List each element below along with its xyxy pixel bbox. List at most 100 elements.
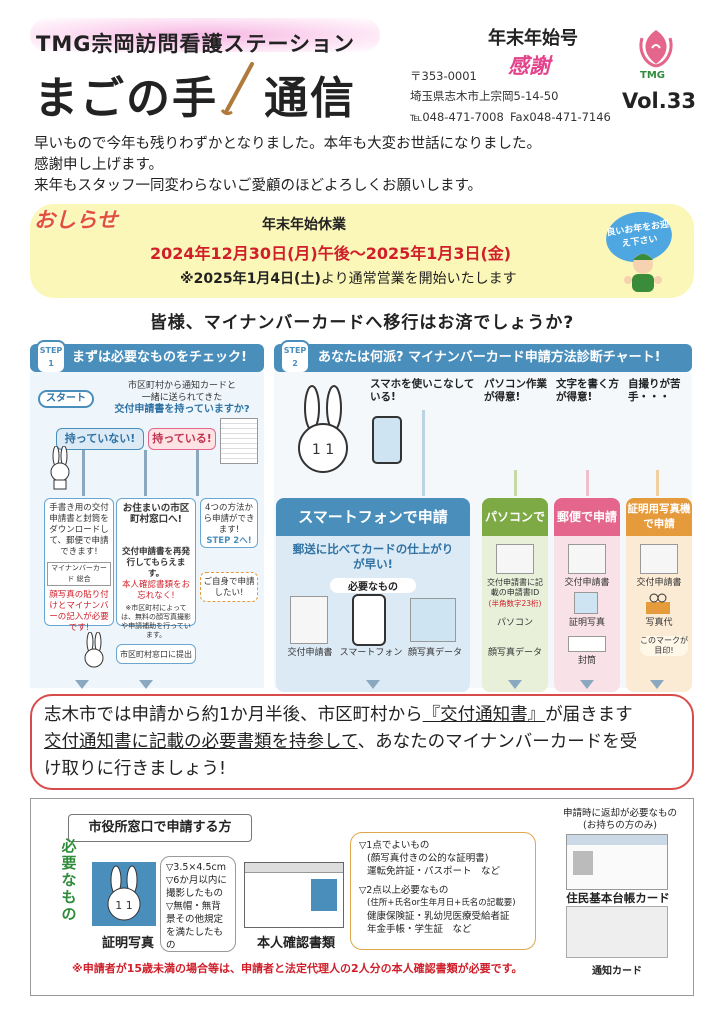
- down-arrow-icon: [366, 680, 380, 689]
- flow-line: [586, 470, 589, 496]
- id-two-items: 健康保険証・乳幼児医療受給者証: [367, 911, 510, 922]
- id-one-title: ▽1点でよいもの: [359, 840, 430, 851]
- persona-pc: パソコン作業が得意!: [484, 378, 547, 403]
- rabbit-mascot-icon: [50, 446, 70, 490]
- box-heading: お住まいの市区町村窓口へ!: [122, 503, 190, 525]
- id-documents-label: 本人確認書類: [256, 936, 335, 951]
- photo-spec: ▽無帽・無背景その他規定を満たしたもの: [166, 901, 224, 951]
- pickup-line: 志木市では申請から約1か月半後、市区町村から: [44, 705, 423, 725]
- backscratcher-icon: [220, 62, 254, 116]
- application-form-icon: [640, 544, 678, 574]
- down-arrow-icon: [139, 680, 153, 689]
- address: 埼玉県志木市上宗岡5-14-50: [410, 89, 559, 103]
- box-note: 本人確認書類をお忘れなく!: [121, 580, 190, 601]
- flow-line: [656, 470, 659, 496]
- svg-text:1 1: 1 1: [115, 899, 133, 912]
- booth-item: このマークが目印!: [640, 636, 688, 656]
- counter-option-box: お住まいの市区町村窓口へ! 交付申請書を再発行してもらえます。 本人確認書類をお…: [116, 498, 196, 639]
- photo-specs: ▽3.5×4.5cm ▽6か月以内に撮影したもの ▽無帽・無背景その他規定を満た…: [160, 856, 236, 952]
- mail-item: 封筒: [577, 656, 596, 666]
- id-one-items: 運転免許証・パスポート など: [367, 866, 501, 877]
- vertical-char: 必: [61, 837, 77, 855]
- smart-item: 交付申請書: [287, 648, 333, 658]
- intro-line: 感謝申し上げます。: [34, 157, 164, 173]
- vertical-char: の: [61, 905, 77, 923]
- search-box-label: マイナンバーカード 総合: [47, 562, 111, 586]
- id-photo-icon: [574, 592, 598, 614]
- vertical-char: も: [61, 888, 77, 906]
- rabbit-mascot-icon: [84, 632, 104, 668]
- down-arrow-icon: [508, 680, 522, 689]
- return-title-line: 申請時に返却が必要なもの: [562, 808, 677, 819]
- flow-line: [144, 450, 147, 496]
- rabbit-mascot-icon: 1 1: [107, 865, 141, 921]
- photo-booth-method-header: 証明用写真機で申請: [626, 498, 692, 536]
- box-text: 交付申請書を再発行してもらえます。: [121, 547, 190, 579]
- persona-mail: 文字を書く方が得意!: [556, 378, 619, 403]
- tel: ℡048-471-7008: [410, 110, 504, 124]
- application-form-icon: [568, 544, 606, 574]
- resident-card-icon: [566, 834, 668, 890]
- pickup-line: が届きます: [545, 705, 633, 725]
- start-question-line: 交付申請書を持っていますか?: [114, 404, 250, 415]
- notice-dates: 2024年12月30日(月)午後～2025年1月3日(金): [150, 244, 512, 263]
- return-items-title: 申請時に返却が必要なもの (お持ちの方のみ): [552, 808, 688, 832]
- mail-method-header: 郵便で申請: [554, 498, 620, 536]
- smartphone-method-header: スマートフォンで申請: [276, 498, 470, 536]
- smart-item: スマートフォン: [339, 648, 403, 658]
- needed-vertical-label: 必要なもの: [58, 838, 80, 923]
- notification-card-icon: [566, 906, 668, 958]
- answer-no: 持っていない!: [56, 428, 144, 450]
- pickup-emphasis: 交付通知書に記載の必要書類を持参して: [44, 732, 358, 752]
- notice-title: 年末年始休業: [262, 217, 346, 233]
- child-illustration-icon: [624, 254, 662, 292]
- smart-item: 顔写真データ: [407, 648, 462, 658]
- four-methods-box: 4つの方法から申請ができます! STEP 2へ!: [200, 498, 258, 548]
- id-card-header: [245, 863, 343, 873]
- notice-doc-name: 『交付通知書』: [422, 705, 546, 725]
- envelope-icon: [568, 636, 606, 652]
- id-two-sub: (住所+氏名or生年月日+氏名の記載要): [367, 898, 516, 908]
- svg-text:1 1: 1 1: [312, 442, 334, 458]
- booth-item: 写真代: [645, 618, 673, 628]
- pickup-notice-box: [30, 694, 694, 790]
- notification-card-label: 通知カード: [592, 966, 642, 977]
- pc-item: パソコン: [496, 618, 533, 628]
- pickup-notice-text: 志木市では申請から約1か月半後、市区町村から『交付通知書』が届きます 交付通知書…: [44, 702, 684, 783]
- self-apply-note: ご自身で申請したい!: [200, 572, 258, 602]
- counter-title: 市役所窓口で申請する方: [68, 814, 252, 842]
- resident-card-label: 住民基本台帳カード: [566, 891, 670, 905]
- persona-booth: 自撮りが苦手・・・: [628, 378, 681, 403]
- reopen-date: ※2025年1月4日(土): [180, 271, 321, 287]
- flow-line: [82, 450, 85, 496]
- download-option-box: 手書き用の交付申請書と封筒をダウンロードして、郵便で申請できます! マイナンバー…: [44, 498, 114, 633]
- step1-badge: STEP 1: [36, 340, 66, 374]
- station-name: TMG宗岡訪問看護ステーション: [36, 32, 356, 56]
- box-small: ※市区町村によっては、無料の顔写真撮影や申請補助を行っています。: [121, 604, 191, 639]
- coin-purse-icon: [646, 593, 670, 614]
- flow-line: [422, 410, 425, 496]
- flow-line: [196, 450, 199, 496]
- id-card-photo: [311, 879, 337, 911]
- newsletter-title-left: まごの手: [34, 73, 218, 124]
- card-band: [567, 835, 667, 845]
- mynumber-question: 皆様、マイナンバーカードへ移行はお済でしょうか?: [149, 313, 575, 333]
- pickup-line: け取りに行きましょう!: [44, 759, 227, 779]
- rabbit-mascot-icon: 1 1: [298, 385, 348, 473]
- smartphone-fast-note: 郵送に比べてカードの仕上がりが早い!: [292, 542, 454, 571]
- answer-yes: 持っている!: [148, 428, 216, 450]
- photo-spec: ▽6か月以内に撮影したもの: [166, 875, 227, 899]
- tmg-logo-icon: [639, 30, 673, 68]
- pc-item: (半角数字23桁): [488, 599, 542, 608]
- notice-reopen: ※2025年1月4日(土)より通常営業を開始いたします: [180, 268, 517, 288]
- card-photo: [573, 851, 593, 875]
- down-arrow-icon: [75, 680, 89, 689]
- id-two-items: 年金手帳・学生証 など: [367, 924, 472, 935]
- application-form-icon: [496, 544, 534, 574]
- flow-line: [514, 470, 517, 496]
- down-arrow-icon: [580, 680, 594, 689]
- pickup-line: 、あなたのマイナンバーカードを受: [357, 732, 638, 752]
- intro-text: 早いもので今年も残りわずかとなりました。本年も大変お世話になりました。 感謝申し…: [34, 134, 694, 197]
- mail-item: 交付申請書: [564, 578, 610, 588]
- title-glow: [30, 18, 380, 52]
